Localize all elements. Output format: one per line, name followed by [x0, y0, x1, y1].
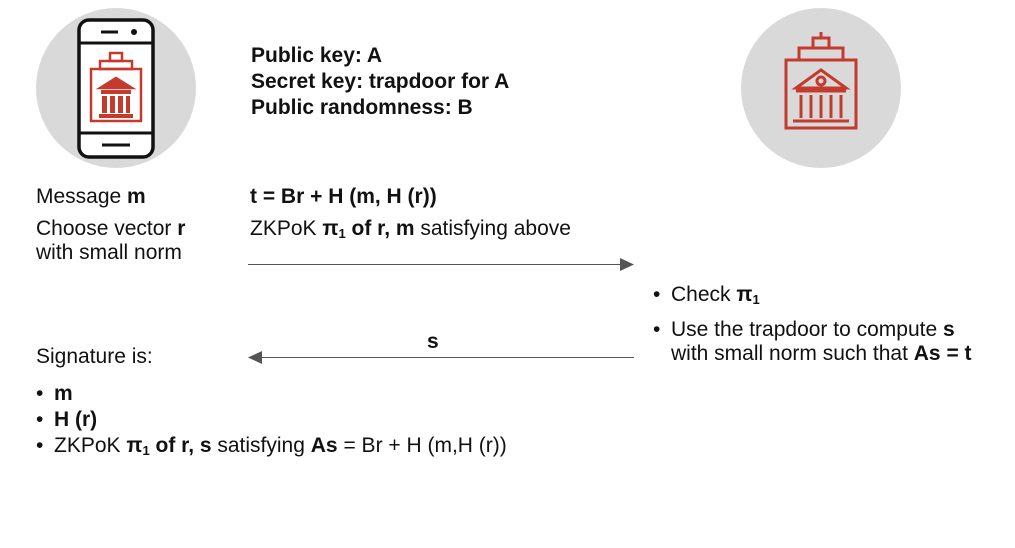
request-arrow-line	[248, 264, 624, 265]
sig-zk-pi: π	[126, 434, 143, 457]
mobile-phone-bank-icon	[77, 18, 155, 159]
bullet-glyph: •	[36, 434, 44, 457]
message-text: Message	[36, 185, 128, 208]
small-norm-label: with small norm	[36, 241, 182, 264]
bank-building-icon	[784, 32, 858, 130]
signature-item-proof: • ZKPoK π1 of r, s satisfying As = Br + H…	[36, 434, 507, 458]
choose-vector-label: Choose vector r	[36, 217, 185, 241]
public-randomness-line: Public randomness: B	[251, 96, 473, 119]
commitment-equation: t = Br + H (m, H (r))	[250, 185, 437, 208]
use-trapdoor-item: • Use the trapdoor to compute s	[653, 318, 955, 342]
zk-prefix: ZKPoK	[250, 217, 323, 240]
zk-proof-statement: ZKPoK π1 of r, m satisfying above	[250, 217, 571, 241]
response-arrow-line	[258, 357, 634, 358]
zk-pi-sub: 1	[338, 226, 346, 241]
response-label: s	[427, 330, 439, 353]
check-proof-item: • Check π1	[653, 283, 760, 307]
sig-hr: H (r)	[54, 408, 98, 431]
bullet-glyph: •	[653, 283, 661, 306]
choose-var: r	[177, 217, 186, 240]
bullet-glyph: •	[36, 408, 44, 431]
bullet-glyph: •	[653, 318, 661, 341]
sig-zk-as: As	[310, 434, 338, 457]
signature-item-hash: • H (r)	[36, 408, 97, 432]
public-key-line: Public key: A	[251, 44, 383, 67]
zk-suffix: satisfying above	[414, 217, 571, 240]
small-norm-condition: with small norm such that As = t	[671, 342, 972, 366]
arrow-right-icon	[620, 258, 634, 271]
signature-label: Signature is:	[36, 345, 153, 368]
use-text: Use the trapdoor to compute	[671, 318, 943, 341]
with-text: with small norm such that	[671, 342, 914, 365]
check-pi: π	[736, 283, 753, 306]
bullet-glyph: •	[36, 382, 44, 405]
check-text: Check	[671, 283, 737, 306]
choose-text: Choose vector	[36, 217, 178, 240]
secret-key-line: Secret key: trapdoor for A	[251, 70, 510, 93]
sig-m: m	[54, 382, 73, 405]
zk-pi: π	[322, 217, 339, 240]
use-var: s	[943, 318, 955, 341]
arrow-left-icon	[248, 351, 262, 364]
sig-zk-tail: = Br + H (m,H (r))	[337, 434, 507, 457]
message-var: m	[127, 185, 146, 208]
sig-zk-of: of r, s	[149, 434, 212, 457]
sig-zk-mid: satisfying	[211, 434, 311, 457]
zk-of: of r, m	[345, 217, 415, 240]
message-label: Message m	[36, 185, 146, 209]
sig-zk-prefix: ZKPoK	[54, 434, 127, 457]
with-eq: As = t	[913, 342, 972, 365]
sig-zk-pi-sub: 1	[142, 443, 150, 458]
check-pi-sub: 1	[752, 292, 760, 307]
signature-item-message: •m	[36, 382, 73, 406]
